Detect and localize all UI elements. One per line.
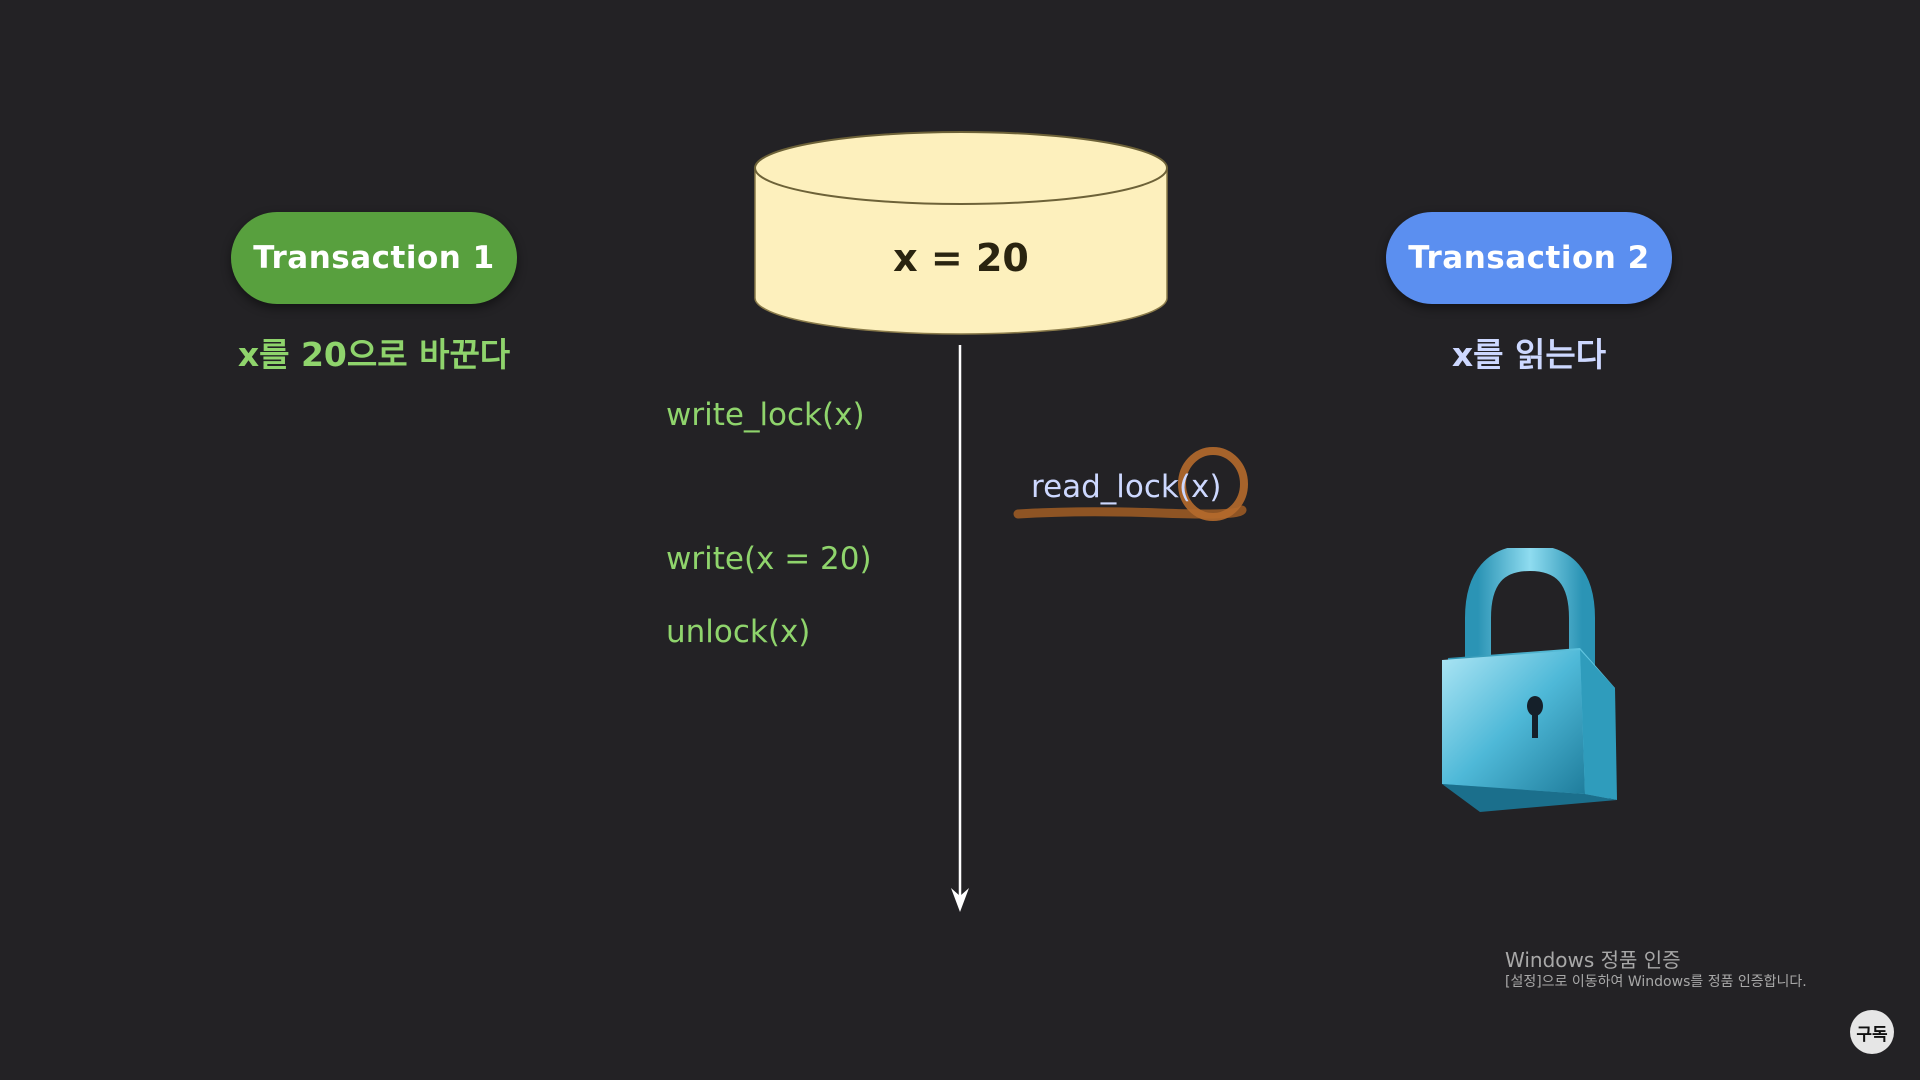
database-cylinder-icon <box>754 131 1168 335</box>
database-value-label: x = 20 <box>893 236 1029 280</box>
transaction-1-description: x를 20으로 바꾼다 <box>237 335 511 374</box>
unlock-operation: unlock(x) <box>666 614 811 650</box>
write-operation: write(x = 20) <box>666 541 872 577</box>
pen-circle-annotation-icon <box>1013 447 1248 521</box>
windows-activation-subtitle: [설정]으로 이동하여 Windows를 정품 인증합니다. <box>1505 974 1807 990</box>
subscribe-button[interactable]: 구독 <box>1850 1010 1894 1054</box>
read-lock-operation: read_lock(x) <box>1031 469 1222 505</box>
write-lock-operation: write_lock(x) <box>666 397 865 433</box>
windows-activation-title: Windows 정품 인증 <box>1505 948 1681 972</box>
transaction-2-pill: Transaction 2 <box>1386 212 1672 304</box>
timeline-arrow-icon <box>951 345 969 912</box>
padlock-icon <box>1442 548 1617 812</box>
transaction-2-description: x를 읽는다 <box>1451 335 1607 374</box>
transaction-1-pill: Transaction 1 <box>231 212 517 304</box>
